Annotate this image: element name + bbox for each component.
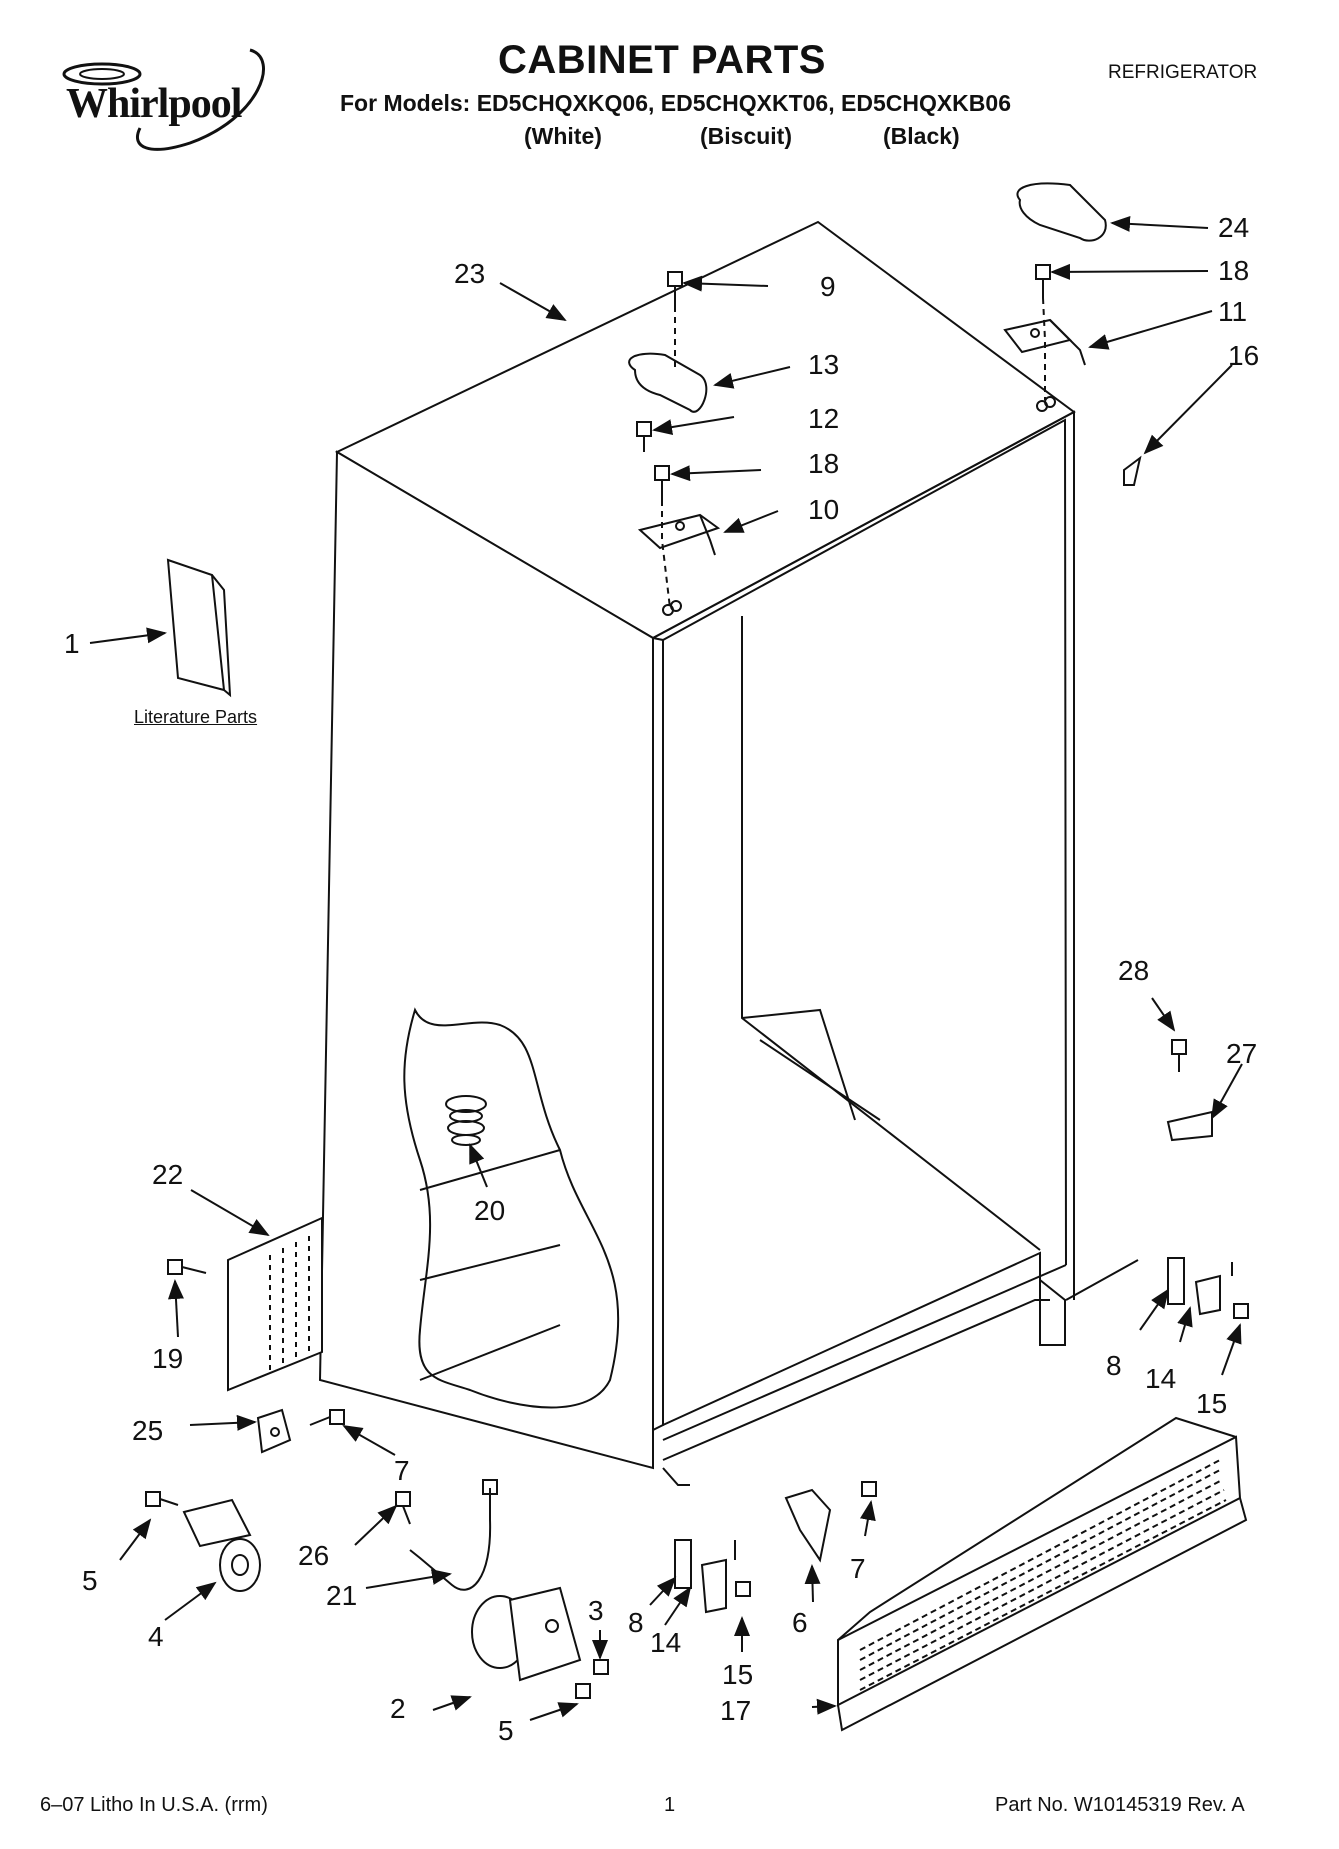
part-24-cover bbox=[1016, 182, 1107, 242]
callout-16: 16 bbox=[1228, 340, 1259, 371]
callout-15b: 15 bbox=[1196, 1388, 1227, 1419]
callout-19: 19 bbox=[152, 1343, 183, 1374]
part-14-bracket bbox=[700, 1540, 736, 1614]
footer-part-number: Part No. W10145319 Rev. A bbox=[995, 1794, 1245, 1816]
color-white: (White) bbox=[524, 123, 602, 149]
part-15b-screw bbox=[1233, 1303, 1249, 1319]
part-6-bracket bbox=[784, 1488, 832, 1563]
callout-15: 15 bbox=[722, 1659, 753, 1690]
part-18-screw bbox=[654, 465, 670, 500]
part-22-cover bbox=[227, 1216, 323, 1392]
callout-5: 5 bbox=[82, 1565, 98, 1596]
callout-22: 22 bbox=[152, 1159, 183, 1190]
models-line: For Models: ED5CHQXKQ06, ED5CHQXKT06, ED… bbox=[340, 90, 1011, 116]
callout-21: 21 bbox=[326, 1580, 357, 1611]
callout-7b: 7 bbox=[850, 1553, 866, 1584]
color-biscuit: (Biscuit) bbox=[700, 123, 792, 149]
part-4-roller bbox=[182, 1498, 261, 1592]
part-15-screw bbox=[735, 1581, 751, 1597]
whirlpool-logo bbox=[62, 48, 265, 151]
page-number: 1 bbox=[664, 1794, 676, 1816]
part-11-hinge bbox=[1003, 318, 1086, 366]
callout-20: 20 bbox=[474, 1195, 505, 1226]
part-7b-screw bbox=[861, 1481, 877, 1497]
part-3-screw bbox=[593, 1659, 609, 1675]
callout-9: 9 bbox=[820, 271, 836, 302]
part-5-screw bbox=[145, 1491, 179, 1507]
part-16-pin bbox=[1123, 455, 1142, 486]
callout-8b: 8 bbox=[1106, 1350, 1122, 1381]
part-8b-shim bbox=[1167, 1257, 1185, 1305]
callout-1: 1 bbox=[64, 628, 80, 659]
cabinet-cutaway bbox=[403, 1007, 620, 1409]
callout-24: 24 bbox=[1218, 212, 1249, 243]
callout-10: 10 bbox=[808, 494, 839, 525]
part-2-roller bbox=[471, 1586, 582, 1682]
literature-parts-label: Literature Parts bbox=[134, 707, 258, 727]
color-black: (Black) bbox=[883, 123, 960, 149]
part-28-screw bbox=[1171, 1039, 1187, 1072]
callout-26: 26 bbox=[298, 1540, 329, 1571]
callout-6: 6 bbox=[792, 1607, 808, 1638]
part-5b-screw bbox=[575, 1683, 591, 1699]
part-14b-bracket bbox=[1194, 1262, 1233, 1316]
callout-12: 12 bbox=[808, 403, 839, 434]
part-18b-screw bbox=[1035, 264, 1051, 298]
part-12-screw bbox=[636, 421, 652, 452]
part-19-screw bbox=[167, 1259, 207, 1275]
callout-18: 18 bbox=[1218, 255, 1249, 286]
callout-3: 3 bbox=[588, 1595, 604, 1626]
part-9-screw bbox=[667, 271, 683, 306]
part-7-screw bbox=[309, 1409, 345, 1426]
part-1-literature bbox=[166, 558, 232, 698]
leader-lines bbox=[89, 215, 1243, 1721]
part-25-bracket bbox=[256, 1408, 292, 1454]
callout-28: 28 bbox=[1118, 955, 1149, 986]
callout-8: 8 bbox=[628, 1607, 644, 1638]
part-21-tube bbox=[409, 1479, 498, 1591]
callout-11: 11 bbox=[1218, 296, 1247, 327]
callout-18b: 18 bbox=[808, 448, 839, 479]
footer-litho: 6–07 Litho In U.S.A. (rrm) bbox=[40, 1794, 268, 1816]
callout-27: 27 bbox=[1226, 1038, 1257, 1069]
part-13-cover bbox=[628, 352, 708, 413]
callout-23: 23 bbox=[454, 258, 485, 289]
callout-25: 25 bbox=[132, 1415, 163, 1446]
callout-17: 17 bbox=[720, 1695, 751, 1726]
part-20-grommet bbox=[445, 1095, 487, 1146]
part-8-shim bbox=[674, 1539, 692, 1589]
part-10-hinge bbox=[637, 513, 721, 556]
page-title: CABINET PARTS bbox=[498, 38, 826, 82]
part-17-grille bbox=[837, 1416, 1248, 1732]
callout-14: 14 bbox=[650, 1627, 681, 1658]
category-label: REFRIGERATOR bbox=[1108, 62, 1258, 83]
callout-14b: 14 bbox=[1145, 1363, 1176, 1394]
callout-2: 2 bbox=[390, 1693, 406, 1724]
callout-7: 7 bbox=[394, 1455, 410, 1486]
brand-name: Whirlpool bbox=[66, 81, 242, 127]
part-26-screw bbox=[395, 1491, 411, 1525]
callout-4: 4 bbox=[148, 1621, 164, 1652]
part-27-bracket bbox=[1166, 1110, 1213, 1142]
callout-5b: 5 bbox=[498, 1715, 514, 1746]
callout-13: 13 bbox=[808, 349, 839, 380]
